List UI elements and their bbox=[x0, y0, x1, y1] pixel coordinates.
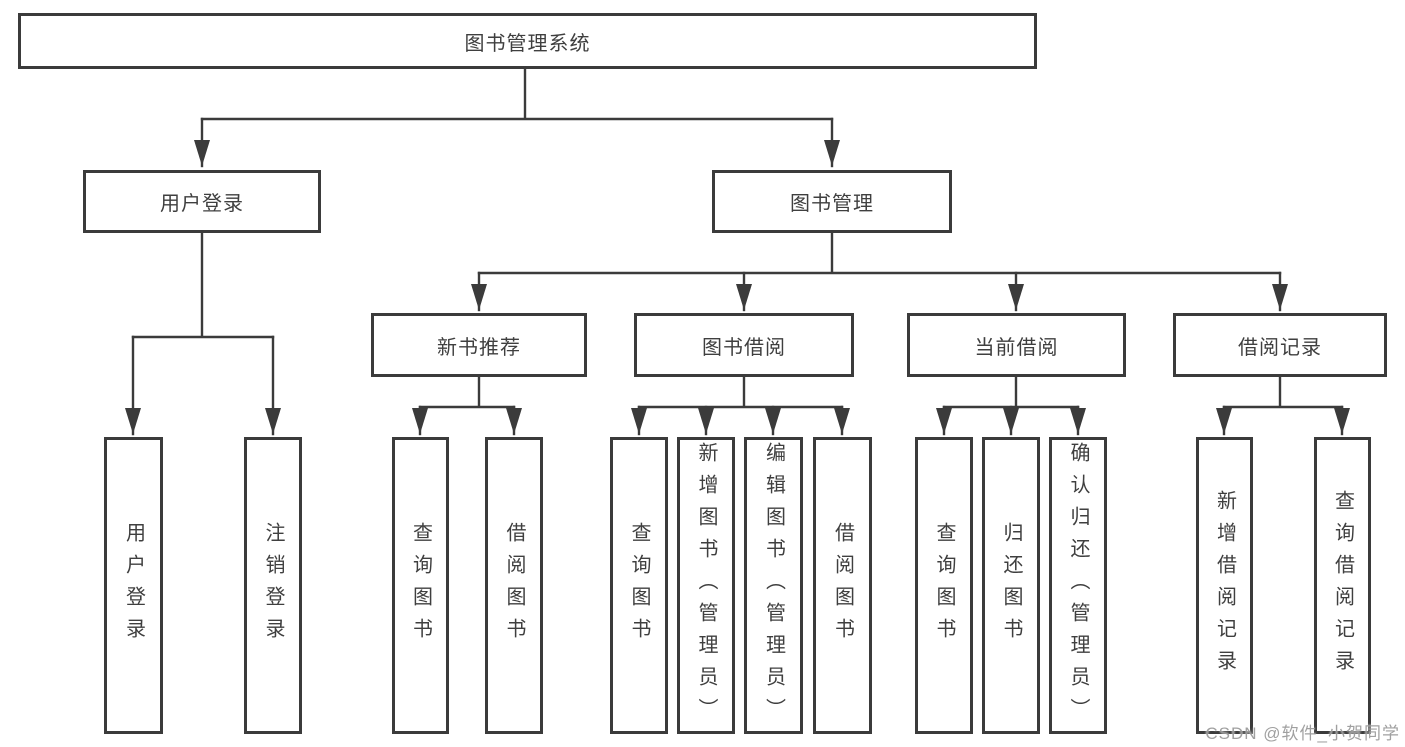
node-label: 图书管理 bbox=[790, 193, 874, 215]
leaf-user-login: 用户登录 bbox=[104, 437, 163, 734]
leaf-records-add-record: 新增借阅记录 bbox=[1196, 437, 1253, 734]
node-new-book-recommend: 新书推荐 bbox=[371, 313, 587, 377]
leaf-label: 确认归还（管理员） bbox=[1067, 441, 1089, 730]
leaf-current-query-books: 查询图书 bbox=[915, 437, 973, 734]
leaf-label: 注销登录 bbox=[262, 521, 284, 650]
leaf-borrow-add-books-admin: 新增图书（管理员） bbox=[677, 437, 735, 734]
node-current-borrowing: 当前借阅 bbox=[907, 313, 1126, 377]
leaf-label: 查询图书 bbox=[628, 521, 650, 650]
node-label: 图书管理系统 bbox=[464, 32, 591, 55]
leaf-borrow-edit-books-admin: 编辑图书（管理员） bbox=[744, 437, 803, 734]
leaf-label: 新增借阅记录 bbox=[1213, 489, 1236, 682]
leaf-label: 查询图书 bbox=[409, 521, 432, 650]
leaf-label: 编辑图书（管理员） bbox=[762, 441, 785, 730]
leaf-newbook-borrow-books: 借阅图书 bbox=[485, 437, 543, 734]
leaf-label: 查询图书 bbox=[933, 521, 955, 650]
leaf-newbook-query-books: 查询图书 bbox=[392, 437, 449, 734]
node-label: 新书推荐 bbox=[437, 336, 521, 359]
leaf-current-confirm-return-admin: 确认归还（管理员） bbox=[1049, 437, 1107, 734]
node-label: 用户登录 bbox=[160, 193, 244, 215]
leaf-borrow-borrow-books: 借阅图书 bbox=[813, 437, 872, 734]
leaf-current-return-books: 归还图书 bbox=[982, 437, 1040, 734]
watermark: CSDN @软件_小贺同学 bbox=[1205, 724, 1400, 743]
node-borrowing-records: 借阅记录 bbox=[1173, 313, 1387, 377]
node-book-management: 图书管理 bbox=[712, 170, 952, 233]
leaf-borrow-query-books: 查询图书 bbox=[610, 437, 668, 734]
node-book-borrowing: 图书借阅 bbox=[634, 313, 854, 377]
node-user-login: 用户登录 bbox=[83, 170, 321, 233]
leaf-records-query-record: 查询借阅记录 bbox=[1314, 437, 1371, 734]
leaf-label: 新增图书（管理员） bbox=[695, 441, 717, 730]
node-label: 当前借阅 bbox=[974, 336, 1059, 359]
node-label: 借阅记录 bbox=[1238, 336, 1322, 359]
node-label: 图书借阅 bbox=[702, 336, 786, 359]
leaf-label: 借阅图书 bbox=[503, 521, 525, 650]
leaf-label: 借阅图书 bbox=[831, 521, 854, 650]
node-book-management-system: 图书管理系统 bbox=[18, 13, 1037, 69]
leaf-label: 归还图书 bbox=[1000, 521, 1022, 650]
leaf-logout-login: 注销登录 bbox=[244, 437, 302, 734]
leaf-label: 查询借阅记录 bbox=[1331, 489, 1354, 682]
connector-skeleton bbox=[131, 64, 1344, 409]
leaf-label: 用户登录 bbox=[122, 521, 145, 650]
